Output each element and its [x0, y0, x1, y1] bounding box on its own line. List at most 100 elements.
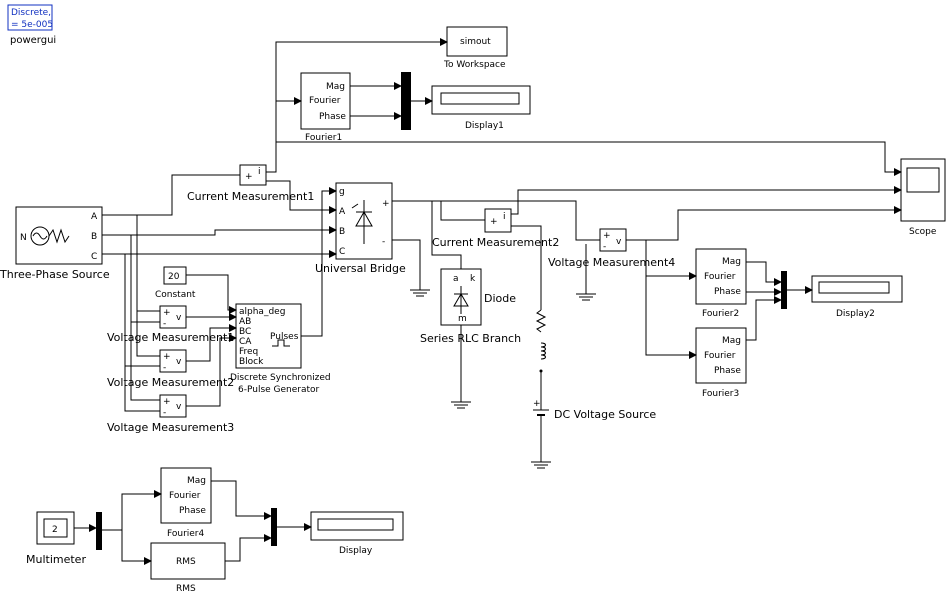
- display1-label: Display1: [465, 121, 504, 131]
- svg-text:i: i: [258, 167, 261, 177]
- multimeter-block[interactable]: 2 Multimeter: [26, 511, 86, 566]
- fourier1-label: Fourier1: [305, 133, 342, 143]
- svg-text:+: +: [382, 199, 390, 209]
- ground-diode: [451, 325, 471, 409]
- svg-text:AB: AB: [239, 317, 251, 327]
- display2-label: Display2: [836, 309, 875, 319]
- fourier3-block[interactable]: Mag Fourier Phase Fourier3: [695, 327, 747, 399]
- diode-block[interactable]: a k m Diode: [440, 268, 516, 326]
- universal-bridge-block[interactable]: g A B C + - Universal Bridge: [315, 182, 406, 275]
- voltage-measurement2-label: Voltage Measurement2: [107, 376, 234, 389]
- svg-text:Phase: Phase: [714, 287, 741, 297]
- svg-text:C: C: [339, 247, 345, 257]
- svg-text:-: -: [163, 363, 166, 373]
- constant-label: Constant: [155, 290, 196, 300]
- source-port-a: A: [91, 212, 98, 222]
- svg-text:-: -: [163, 319, 166, 329]
- voltage-measurement-upper-label: Voltage Measurement1: [107, 331, 234, 344]
- svg-text:Fourier: Fourier: [704, 351, 736, 361]
- svg-text:-: -: [603, 242, 606, 252]
- voltage-measurement3-block[interactable]: +-v Voltage Measurement3: [107, 394, 234, 434]
- dc-source-block[interactable]: + DC Voltage Source: [533, 399, 656, 421]
- powergui-mode: Discrete,: [11, 8, 51, 18]
- rlc-branch-element[interactable]: [535, 309, 547, 373]
- display1-block[interactable]: Display1: [431, 85, 531, 131]
- pulse-generator-block[interactable]: alpha_deg AB BC CA Freq Block Pulses Dis…: [230, 303, 331, 395]
- three-phase-source-block[interactable]: N A B C Three-Phase Source: [0, 206, 110, 281]
- rms-block[interactable]: RMS RMS: [150, 542, 226, 594]
- inductor-icon: [540, 342, 546, 360]
- source-n-port: N: [20, 233, 27, 243]
- pulse-generator-label2: 6-Pulse Generator: [238, 385, 320, 395]
- svg-text:Freq: Freq: [239, 347, 258, 357]
- svg-text:+: +: [603, 231, 611, 241]
- display2-block[interactable]: Display2: [811, 275, 903, 319]
- mux-bar-3[interactable]: [271, 508, 277, 546]
- source-label: Three-Phase Source: [0, 268, 110, 281]
- svg-text:Pulses: Pulses: [270, 332, 299, 342]
- voltage4-label: Voltage Measurement4: [548, 256, 675, 269]
- fourier4-block[interactable]: Mag Fourier Phase Fourier4: [160, 467, 212, 539]
- svg-text:-: -: [382, 237, 385, 247]
- sine-icon: [32, 232, 48, 240]
- mux-bar-2[interactable]: [781, 271, 787, 309]
- svg-text:+: +: [490, 217, 498, 227]
- svg-text:A: A: [339, 207, 346, 217]
- to-workspace-block[interactable]: simout To Workspace: [443, 26, 508, 70]
- ground-dc: [531, 415, 551, 469]
- svg-text:v: v: [616, 237, 622, 247]
- scope-block[interactable]: Scope: [900, 158, 946, 237]
- svg-text:+: +: [163, 308, 171, 318]
- resistor-icon: [48, 228, 70, 244]
- svg-text:Phase: Phase: [179, 506, 206, 516]
- svg-text:v: v: [176, 313, 182, 323]
- source-port-b: B: [91, 232, 97, 242]
- dc-source-label: DC Voltage Source: [554, 408, 656, 421]
- fourier4-label: Fourier4: [167, 529, 205, 539]
- current-measurement2-block[interactable]: + i Current Measurement2: [432, 208, 559, 249]
- to-workspace-label: To Workspace: [443, 60, 506, 70]
- fourier3-label: Fourier3: [702, 389, 739, 399]
- svg-text:Mag: Mag: [722, 257, 741, 267]
- constant-value: 20: [168, 272, 180, 282]
- mux-bar-1[interactable]: [401, 72, 411, 130]
- demux-bar[interactable]: [96, 512, 102, 550]
- multimeter-label: Multimeter: [26, 553, 86, 566]
- display-label: Display: [339, 546, 373, 556]
- svg-text:a: a: [453, 274, 459, 284]
- rlc-label: Series RLC Branch: [420, 332, 521, 345]
- thyristor-icon: [355, 210, 373, 227]
- voltage-measurement-upper-block[interactable]: +-v Voltage Measurement1: [107, 305, 234, 344]
- svg-text:+: +: [533, 399, 541, 409]
- fourier2-block[interactable]: Mag Fourier Phase Fourier2: [695, 248, 747, 319]
- diode-label: Diode: [484, 292, 516, 305]
- voltage-measurement4-block[interactable]: + - v Voltage Measurement4: [548, 228, 675, 269]
- current-measurement1-block[interactable]: + i Current Measurement1: [187, 164, 314, 203]
- scope-label: Scope: [909, 227, 937, 237]
- svg-text:Mag: Mag: [326, 82, 345, 92]
- svg-text:i: i: [503, 212, 506, 222]
- ground-bridge: [410, 280, 430, 297]
- source-port-c: C: [91, 252, 97, 262]
- svg-text:alpha_deg: alpha_deg: [239, 307, 285, 317]
- constant-block[interactable]: 20 Constant: [155, 266, 196, 300]
- powergui-label: powergui: [10, 35, 56, 46]
- svg-text:v: v: [176, 357, 182, 367]
- powergui-block[interactable]: Discrete, = 5e-005 powergui: [7, 4, 56, 46]
- svg-text:v: v: [176, 402, 182, 412]
- svg-text:Phase: Phase: [714, 366, 741, 376]
- pulse-icon: [272, 339, 290, 347]
- svg-text:+: +: [245, 172, 253, 182]
- voltage-measurement2-block[interactable]: +-v Voltage Measurement2: [107, 349, 234, 389]
- display-block[interactable]: Display: [310, 511, 404, 556]
- pulse-generator-label1: Discrete Synchronized: [230, 373, 331, 383]
- svg-text:Mag: Mag: [187, 476, 206, 486]
- svg-text:g: g: [339, 187, 345, 197]
- powergui-ts: = 5e-005: [11, 20, 53, 30]
- fourier1-block[interactable]: Mag Fourier Phase Fourier1: [300, 72, 351, 143]
- svg-text:Phase: Phase: [319, 112, 346, 122]
- fourier2-label: Fourier2: [702, 309, 739, 319]
- svg-text:CA: CA: [239, 337, 252, 347]
- bridge-label: Universal Bridge: [315, 262, 406, 275]
